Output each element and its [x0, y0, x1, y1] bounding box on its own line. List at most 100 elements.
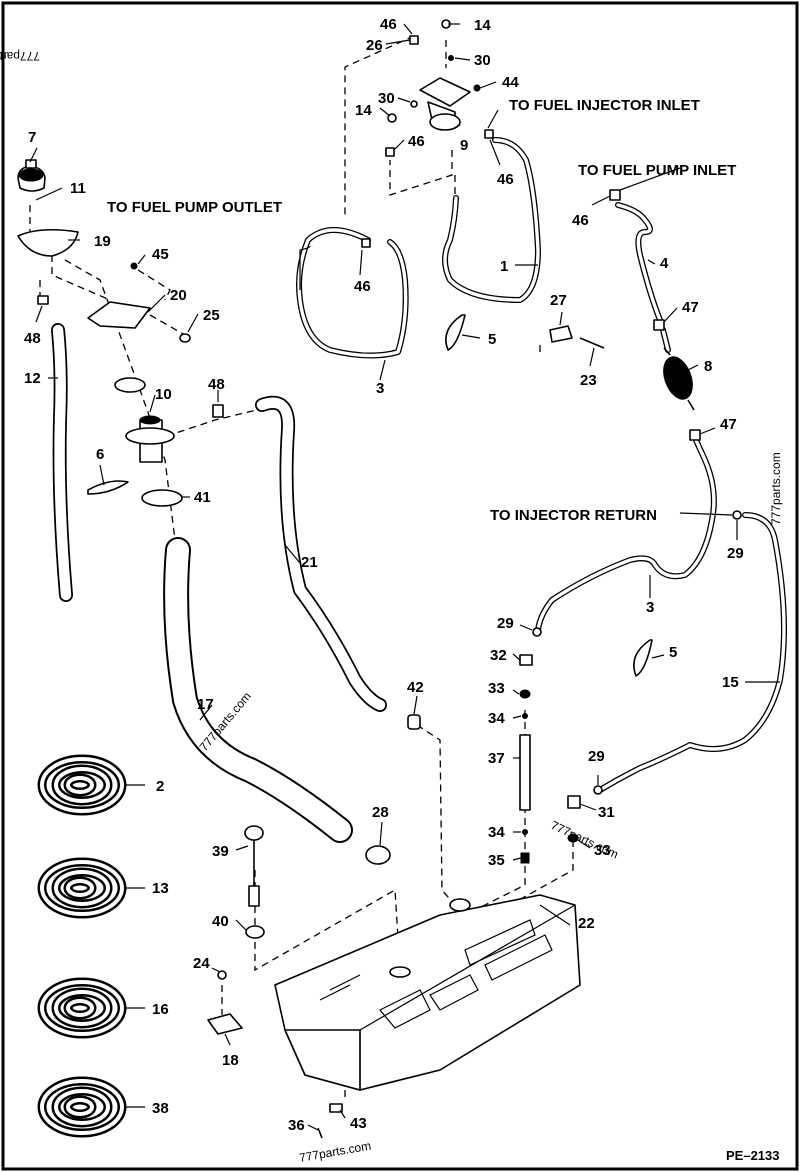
washer-30-top-icon: [448, 55, 454, 61]
fuel-tank-icon: [274, 894, 581, 1091]
part-label-46: 46: [497, 171, 514, 188]
cable-tie-5a-icon: [445, 314, 466, 351]
part-label-14: 14: [355, 102, 372, 119]
part-label-35: 35: [488, 852, 505, 869]
leader-lines: [29, 23, 780, 1131]
part-label-18: 18: [222, 1052, 239, 1069]
part-label-29: 29: [588, 748, 605, 765]
fitting-47b-icon: [689, 429, 701, 441]
coiled-hoses: [37, 754, 127, 1138]
callout-to-fuel-pump-outlet: TO FUEL PUMP OUTLET: [107, 199, 282, 216]
part-label-46: 46: [572, 212, 589, 229]
hose-coil-16: [37, 977, 127, 1039]
part-label-16: 16: [152, 1001, 169, 1018]
hose-coil-2: [37, 754, 127, 816]
screw-25-icon: [179, 333, 191, 343]
part-label-34: 34: [488, 710, 505, 727]
part-label-30: 30: [378, 90, 395, 107]
part-label-46: 46: [354, 278, 371, 295]
drawing-code: PE–2133: [726, 1148, 780, 1163]
part-label-27: 27: [550, 292, 567, 309]
grommet-33b-icon: [567, 833, 579, 843]
part-label-46: 46: [380, 16, 397, 33]
fitting-31-icon: [567, 795, 581, 809]
part-label-23: 23: [580, 372, 597, 389]
callout-to-fuel-injector-inlet: TO FUEL INJECTOR INLET: [509, 97, 700, 114]
part-label-30: 30: [474, 52, 491, 69]
hoses: [51, 137, 787, 843]
part-label-42: 42: [407, 679, 424, 696]
part-label-45: 45: [152, 246, 169, 263]
clamp-29b-icon: [732, 510, 742, 520]
part-label-24: 24: [193, 955, 210, 972]
hose-coil-13: [37, 857, 127, 919]
bracket-43-icon: [329, 1103, 343, 1113]
clamp-29a-icon: [532, 627, 542, 637]
clamp-46-line-icon: [361, 238, 371, 248]
part-label-6: 6: [96, 446, 104, 463]
part-label-22: 22: [578, 915, 595, 932]
part-label-34: 34: [488, 824, 505, 841]
clamp-46-right-icon: [484, 129, 494, 139]
part-label-43: 43: [350, 1115, 367, 1132]
part-label-7: 7: [28, 129, 36, 146]
clip-34a-icon: [522, 713, 528, 719]
bolt-24-icon: [217, 970, 227, 980]
part-number-labels: 46 14 26 30 44 30 14 46 9 46 7 11 19 45 …: [24, 16, 744, 1134]
parts: [17, 19, 742, 1139]
part-label-29: 29: [497, 615, 514, 632]
bolt-45-icon: [130, 262, 138, 270]
part-label-32: 32: [490, 647, 507, 664]
part-label-47: 47: [682, 299, 699, 316]
part-label-46: 46: [408, 133, 425, 150]
part-label-26: 26: [366, 37, 383, 54]
watermark-right-edge: 777parts.com: [769, 452, 783, 525]
bracket-18-icon: [207, 1013, 243, 1035]
clamp-48b-icon: [212, 404, 224, 418]
part-label-33: 33: [488, 680, 505, 697]
part-label-2: 2: [156, 778, 164, 795]
mounting-bracket-icon: [87, 301, 151, 329]
part-label-31: 31: [598, 804, 615, 821]
part-label-19: 19: [94, 233, 111, 250]
part-label-3: 3: [646, 599, 654, 616]
gasket-ring-icon: [114, 377, 146, 393]
washer-30-mid-icon: [410, 100, 418, 108]
part-label-10: 10: [155, 386, 172, 403]
part-label-17: 17: [197, 696, 214, 713]
filler-funnel-icon: [17, 228, 79, 257]
fuel-sender-icon: [244, 825, 264, 907]
part-label-8: 8: [704, 358, 712, 375]
clamp-46-top-icon: [409, 35, 419, 45]
connector-35-icon: [520, 852, 530, 864]
part-label-40: 40: [212, 913, 229, 930]
part-label-29: 29: [727, 545, 744, 562]
part-label-5: 5: [488, 331, 496, 348]
part-label-12: 12: [24, 370, 41, 387]
fuel-cap-icon: [17, 159, 46, 192]
part-label-1: 1: [500, 258, 508, 275]
fuel-pump-icon: [419, 77, 471, 131]
callout-to-injector-return: TO INJECTOR RETURN: [490, 507, 657, 524]
hose-clamp-41-icon: [141, 489, 183, 507]
clamp-46-mid-icon: [385, 147, 395, 157]
fitting-44-icon: [473, 84, 481, 92]
part-label-48: 48: [24, 330, 41, 347]
primer-bulb-icon: [663, 347, 695, 411]
cable-tie-5b-icon: [633, 639, 653, 677]
fitting-47a-icon: [653, 319, 665, 331]
part-label-38: 38: [152, 1100, 169, 1117]
part-label-41: 41: [194, 489, 211, 506]
part-label-33: 33: [594, 842, 611, 859]
fitting-32-icon: [519, 654, 533, 666]
callout-to-fuel-pump-inlet: TO FUEL PUMP INLET: [578, 162, 736, 179]
part-label-9: 9: [460, 137, 468, 154]
bolt-23-icon: [579, 337, 605, 349]
part-label-11: 11: [70, 180, 86, 197]
part-label-21: 21: [301, 554, 318, 571]
clip-34b-icon: [522, 829, 528, 835]
part-label-13: 13: [152, 880, 169, 897]
part-label-48: 48: [208, 376, 225, 393]
part-label-3: 3: [376, 380, 384, 397]
strap-6-icon: [87, 480, 129, 495]
